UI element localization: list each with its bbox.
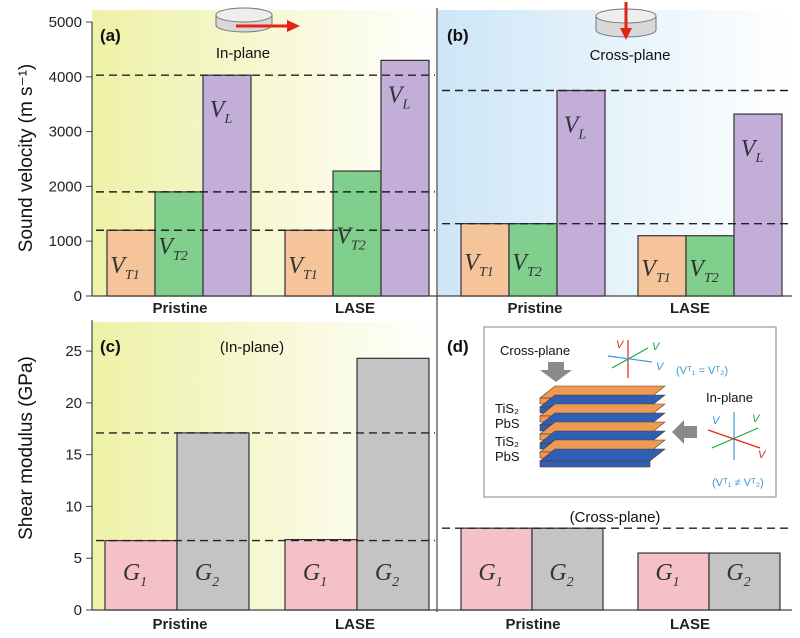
y-tick-label: 15 — [65, 447, 82, 464]
panel-label-a: (a) — [100, 26, 121, 45]
layer-stack — [539, 385, 666, 468]
bar-vt1-pristine — [460, 223, 510, 297]
inset-layer-label-4: PbS — [495, 449, 520, 464]
category-label-pristine: Pristine — [152, 300, 207, 317]
polarization-cross-icon-top: V V V — [607, 339, 665, 378]
bar-g1-lase — [284, 538, 358, 611]
inset-in-plane-label: In-plane — [706, 390, 753, 405]
layer-slab — [539, 448, 666, 462]
inset-cross-plane-label: Cross-plane — [500, 343, 570, 358]
bar-g2-pristine — [531, 527, 604, 611]
note-in-plane: In-plane — [216, 45, 270, 62]
y-ticks-top: 0 1000 2000 3000 4000 5000 — [49, 14, 92, 305]
inset-layer-label-3: TiS₂ — [495, 434, 519, 449]
svg-text:V: V — [712, 415, 721, 427]
layer-schematic-inset: Cross-plane TiS₂ PbS TiS₂ PbS In-plane V… — [483, 326, 777, 498]
bar-vl-lase — [380, 59, 430, 297]
inset-unequal-relation: (Vᵀ₁ ≠ Vᵀ₂) — [712, 477, 764, 489]
category-label-lase: LASE — [670, 616, 710, 633]
note-in-plane-c: (In-plane) — [220, 339, 284, 356]
bar-g1-pristine — [460, 527, 533, 611]
svg-text:V: V — [758, 449, 767, 461]
panel-label-d: (d) — [447, 337, 469, 356]
inset-layer-label-1: TiS₂ — [495, 401, 519, 416]
bar-g1-pristine — [104, 540, 178, 611]
bar-vt1-pristine — [106, 229, 156, 297]
bar-vt1-lase — [637, 235, 687, 297]
bar-vt2-pristine — [508, 223, 558, 297]
category-label-lase: LASE — [335, 616, 375, 633]
inset-equal-relation: (Vᵀ₁ = Vᵀ₂) — [676, 365, 728, 377]
inset-down-arrow-icon — [540, 362, 572, 382]
bar-label: G2 — [195, 560, 219, 590]
polarization-cross-icon-bottom: V V V — [707, 412, 767, 461]
inset-left-arrow-icon — [672, 420, 697, 444]
category-label-pristine: Pristine — [505, 616, 560, 633]
y-tick-label: 3000 — [49, 124, 82, 141]
inset-layer-label-2: PbS — [495, 416, 520, 431]
layer-slab-edge — [539, 460, 651, 468]
bar-label: VT2 — [689, 256, 718, 286]
svg-text:V: V — [752, 413, 761, 425]
y-tick-label: 10 — [65, 498, 82, 515]
bar-vl-pristine — [556, 89, 606, 297]
bar-vt2-lase — [685, 235, 735, 297]
note-cross-plane: Cross-plane — [590, 47, 671, 64]
y-tick-label: 25 — [65, 343, 82, 360]
category-label-pristine: Pristine — [507, 300, 562, 317]
bar-vt2-pristine — [154, 191, 204, 297]
bar-g1-lase — [637, 552, 710, 611]
note-cross-plane-d: (Cross-plane) — [570, 509, 661, 526]
y-tick-label: 5000 — [49, 14, 82, 31]
panel-label-c: (c) — [100, 337, 121, 356]
y-tick-label: 1000 — [49, 233, 82, 250]
in-plane-disk-icon — [215, 7, 300, 33]
y-tick-label: 5 — [74, 550, 82, 567]
y-tick-label: 4000 — [49, 69, 82, 86]
y-axis-label-bottom: Shear modulus (GPa) — [16, 356, 37, 540]
bar-g2-pristine — [176, 432, 250, 611]
category-label-pristine: Pristine — [152, 616, 207, 633]
y-tick-label: 20 — [65, 395, 82, 412]
y-ticks-bottom: 0 5 10 15 20 25 — [65, 343, 92, 619]
bar-vl-lase — [733, 113, 783, 297]
category-label-lase: LASE — [335, 300, 375, 317]
y-tick-label: 2000 — [49, 178, 82, 195]
y-axis-label-top: Sound velocity (m s⁻¹) — [16, 64, 37, 252]
bar-g2-lase — [708, 552, 781, 611]
category-label-lase: LASE — [670, 300, 710, 317]
bar-vl-pristine — [202, 74, 252, 297]
panel-label-b: (b) — [447, 26, 469, 45]
y-tick-label: 0 — [74, 288, 82, 305]
reference-lines-layer — [96, 74, 790, 542]
svg-text:V: V — [656, 361, 665, 373]
svg-text:V: V — [616, 339, 625, 351]
cross-plane-disk-icon — [595, 2, 657, 40]
bar-vt1-lase — [284, 229, 334, 297]
bar-g2-lase — [356, 357, 430, 611]
y-tick-label: 0 — [74, 602, 82, 619]
svg-text:V: V — [652, 341, 661, 353]
